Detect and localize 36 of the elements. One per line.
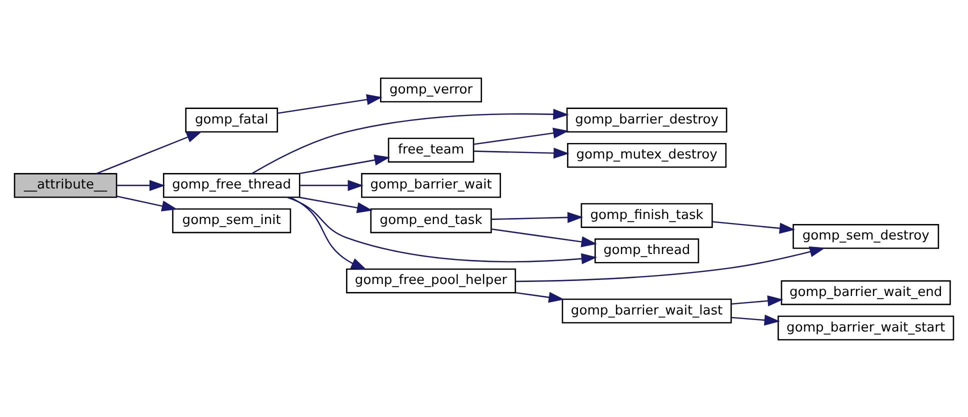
arrow xyxy=(116,179,166,190)
node-box: gomp_barrier_wait_last xyxy=(562,298,732,323)
node-box: gomp_sem_init xyxy=(172,208,292,233)
node-box: gomp_fatal xyxy=(185,107,278,132)
arrow xyxy=(298,154,390,174)
node-box: gomp_verror xyxy=(380,77,482,102)
arrow xyxy=(516,246,826,282)
node-box: gomp_barrier_wait_start xyxy=(778,315,954,340)
node-box: gomp_barrier_wait_end xyxy=(780,280,951,305)
arrow xyxy=(731,294,784,306)
arrow xyxy=(492,228,598,247)
node-box: gomp_mutex_destroy xyxy=(567,142,727,168)
arrow xyxy=(298,196,373,213)
node-box: free_team xyxy=(388,137,474,162)
arrow xyxy=(286,196,598,264)
arrow xyxy=(516,291,564,302)
node-box: gomp_barrier_destroy xyxy=(566,107,728,132)
arrow xyxy=(290,196,367,270)
arrow xyxy=(277,94,382,114)
node-box: gomp_sem_destroy xyxy=(792,224,940,248)
arrow xyxy=(712,220,796,234)
arrow xyxy=(492,211,584,222)
node-box: gomp_finish_task xyxy=(580,202,713,228)
arrow xyxy=(96,130,202,174)
arrow xyxy=(116,195,178,211)
arrow xyxy=(474,127,569,144)
node-box: gomp_barrier_wait xyxy=(361,172,501,198)
node-box: gomp_end_task xyxy=(370,208,492,233)
arrow xyxy=(731,314,780,326)
node-box: gomp_thread xyxy=(594,238,700,263)
node-box: gomp_free_thread xyxy=(162,172,300,198)
arrow xyxy=(251,108,569,174)
arrow xyxy=(300,179,364,190)
node-box: __attribute__ xyxy=(14,172,118,198)
node-box: gomp_free_pool_helper xyxy=(346,268,516,293)
arrow xyxy=(474,147,570,158)
